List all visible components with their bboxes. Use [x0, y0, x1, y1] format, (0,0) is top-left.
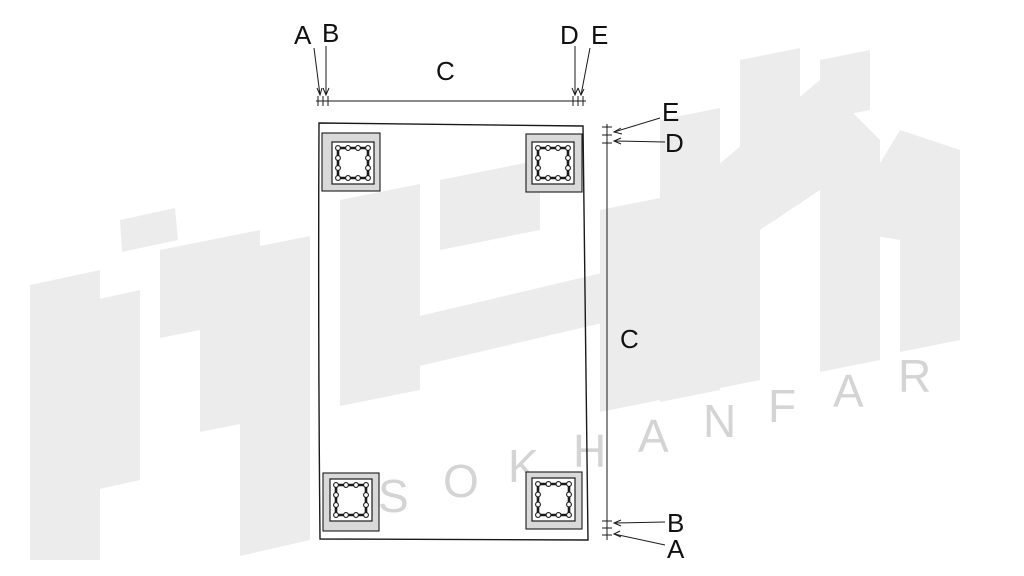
- rebar: [353, 482, 359, 488]
- rebar: [345, 145, 351, 151]
- rebar: [335, 155, 341, 161]
- watermark-letter: N: [703, 395, 736, 447]
- rebar: [365, 165, 371, 171]
- top-label-b: B: [322, 18, 339, 48]
- rebar: [333, 482, 339, 488]
- stirrup: [334, 483, 368, 517]
- rebar: [545, 145, 551, 151]
- watermark-letter: F: [768, 380, 796, 432]
- rebar: [535, 512, 541, 518]
- rebar: [333, 502, 339, 508]
- rebar: [535, 491, 541, 498]
- stirrup: [536, 146, 570, 180]
- stirrup: [536, 482, 571, 517]
- rebar: [365, 175, 371, 181]
- rebar: [333, 492, 339, 498]
- rebar: [545, 481, 552, 487]
- right-label-e: E: [662, 97, 679, 127]
- rebar: [363, 482, 369, 488]
- column-top-left: [321, 132, 381, 192]
- right-label-a: A: [667, 534, 685, 564]
- top-dimension-line: [316, 96, 586, 106]
- column-bottom-left: [322, 472, 380, 532]
- column-top-right: [525, 133, 583, 193]
- top-label-e: E: [591, 20, 608, 50]
- right-label-d: D: [665, 128, 684, 158]
- rebar: [345, 175, 351, 181]
- watermark-logo: [30, 48, 960, 560]
- rebar: [363, 492, 369, 498]
- top-leader-arrows: [313, 46, 591, 97]
- rebar: [333, 512, 339, 518]
- watermark-letter: R: [898, 350, 931, 402]
- watermark-letter: A: [638, 410, 669, 462]
- rebar: [555, 481, 562, 487]
- rebar: [545, 512, 552, 518]
- top-label-d: D: [560, 20, 579, 50]
- stirrup: [336, 146, 370, 180]
- footing-outline: [317, 122, 589, 541]
- watermark-letter: H: [573, 425, 606, 477]
- rebar: [535, 481, 541, 487]
- right-label-b: B: [667, 508, 684, 538]
- rebar: [535, 165, 541, 171]
- rebar: [363, 502, 369, 508]
- rebar: [535, 175, 541, 181]
- rebar: [355, 175, 361, 181]
- rebar: [555, 512, 562, 518]
- watermark-letter: S: [378, 470, 409, 522]
- rebar: [535, 155, 541, 161]
- rebar: [365, 155, 371, 161]
- rebar: [355, 145, 361, 151]
- rebar: [565, 145, 571, 151]
- right-leader-arrows: [612, 117, 666, 546]
- right-label-c: C: [620, 324, 639, 354]
- top-label-a: A: [294, 20, 312, 50]
- rebar: [363, 512, 369, 518]
- top-label-c: C: [436, 56, 455, 86]
- rebar: [535, 501, 541, 508]
- rebar: [343, 482, 349, 488]
- rebar: [566, 481, 572, 487]
- rebar: [353, 512, 359, 518]
- right-dimension-line: [602, 124, 612, 540]
- rebar: [343, 512, 349, 518]
- rebar: [565, 165, 571, 171]
- rebar: [535, 145, 541, 151]
- watermark-letter: A: [833, 365, 864, 417]
- rebar: [555, 175, 561, 181]
- rebar: [566, 512, 572, 518]
- rebar: [555, 145, 561, 151]
- rebar: [335, 175, 341, 181]
- rebar: [566, 501, 572, 508]
- rebar: [565, 175, 571, 181]
- rebar: [545, 175, 551, 181]
- watermark-letter: O: [443, 455, 479, 507]
- rebar: [565, 155, 571, 161]
- column-bottom-right: [525, 471, 583, 530]
- rebar: [566, 491, 572, 498]
- rebar: [335, 165, 341, 171]
- rebar: [365, 145, 371, 151]
- rebar: [335, 145, 341, 151]
